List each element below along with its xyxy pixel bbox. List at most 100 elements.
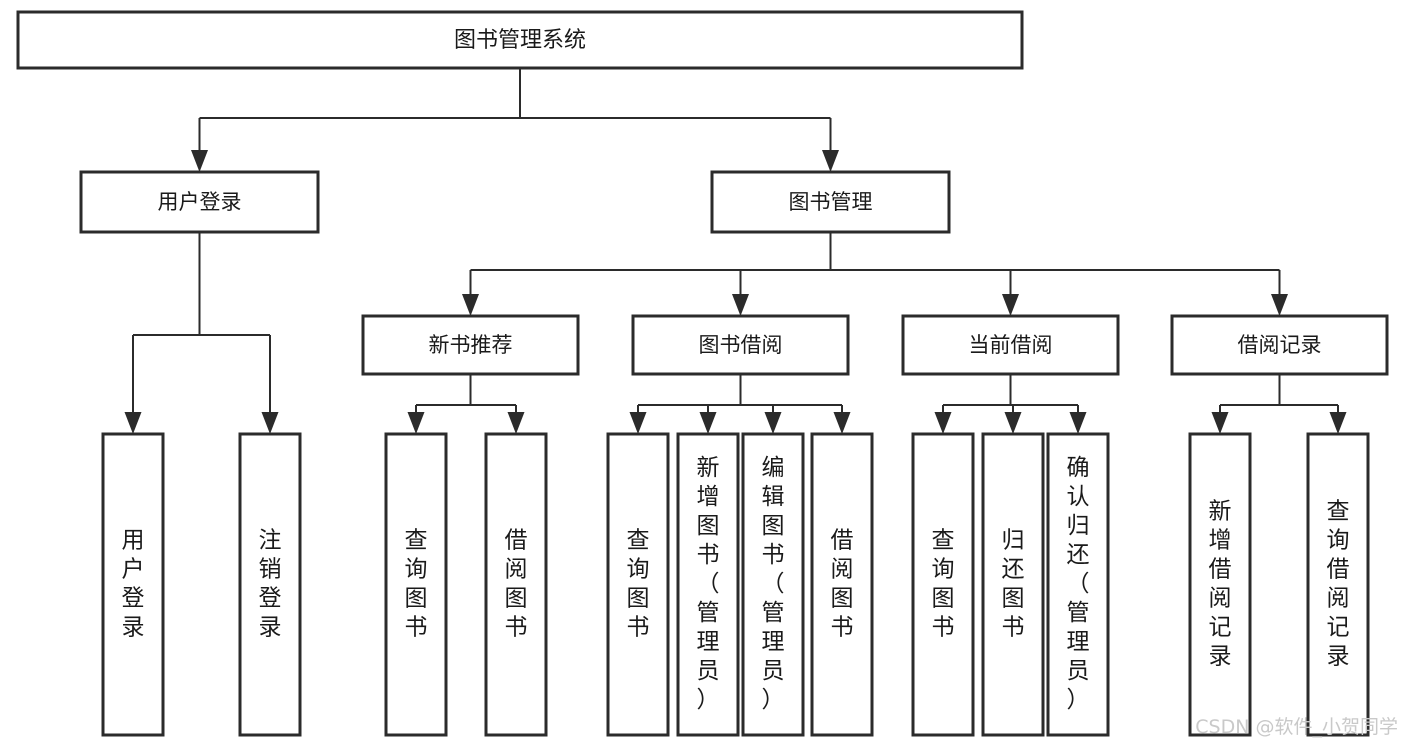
node-box-user-logout xyxy=(238,432,302,737)
node-box-new-book-recommend xyxy=(361,314,580,376)
arrow-book-borrow-bb-borrow-book-arrowhead xyxy=(833,412,851,434)
arrow-book-borrow-bb-add-book-arrowhead xyxy=(699,412,717,434)
node-label-char-bb-add-book-5: 管 xyxy=(697,600,720,626)
node-label-char-bb-add-book-6: 理 xyxy=(697,629,720,655)
node-new-book-recommend[interactable]: 新书推荐 xyxy=(361,314,580,376)
node-label-char-cb-return-book-2: 图 xyxy=(1002,586,1025,612)
arrow-borrow-record-br-add-record-arrowhead xyxy=(1211,412,1229,434)
node-user-login[interactable]: 用户登录 xyxy=(79,170,320,234)
node-label-char-cb-confirm-return-5: 管 xyxy=(1067,600,1090,626)
node-label-char-br-query-record-0: 查 xyxy=(1327,499,1350,525)
node-box-bb-add-book xyxy=(676,432,740,737)
arrow-new-book-recommend-nbr-borrow-book-arrowhead xyxy=(507,412,525,434)
node-box-bb-query-book xyxy=(606,432,670,737)
node-label-root: 图书管理系统 xyxy=(454,28,586,53)
node-box-cb-return-book xyxy=(981,432,1045,737)
node-label-char-nbr-borrow-book-0: 借 xyxy=(505,528,528,554)
node-root[interactable]: 图书管理系统 xyxy=(16,10,1024,70)
arrow-user-login-user-logout-arrowhead xyxy=(261,412,279,434)
node-box-user-login xyxy=(79,170,320,234)
node-label-char-user-logout-3: 录 xyxy=(259,615,282,641)
node-box-root xyxy=(16,10,1024,70)
node-label-char-bb-borrow-book-2: 图 xyxy=(831,586,854,612)
node-label-char-bb-add-book-4: （ xyxy=(697,571,720,597)
node-label-char-cb-confirm-return-2: 归 xyxy=(1067,513,1090,539)
node-label-char-bb-borrow-book-1: 阅 xyxy=(831,557,854,583)
node-box-br-add-record xyxy=(1188,432,1252,737)
node-label-char-cb-return-book-3: 书 xyxy=(1002,615,1025,641)
node-label-char-user-login-do-1: 户 xyxy=(122,557,145,583)
node-label-char-nbr-query-book-3: 书 xyxy=(405,615,428,641)
node-label-char-bb-edit-book-6: 理 xyxy=(762,629,785,655)
node-label-char-bb-query-book-0: 查 xyxy=(627,528,650,554)
node-current-borrow[interactable]: 当前借阅 xyxy=(901,314,1120,376)
node-box-nbr-borrow-book xyxy=(484,432,548,737)
node-label-char-bb-edit-book-7: 员 xyxy=(762,658,785,684)
node-label-char-cb-confirm-return-4: （ xyxy=(1067,571,1090,597)
node-label-char-user-login-do-0: 用 xyxy=(122,528,145,554)
arrow-user-login-user-login-do-arrowhead xyxy=(124,412,142,434)
node-label-char-cb-query-book-3: 书 xyxy=(932,615,955,641)
node-label-char-cb-confirm-return-0: 确 xyxy=(1067,455,1090,481)
node-label-char-cb-confirm-return-8: ） xyxy=(1067,687,1090,713)
node-label-char-bb-add-book-0: 新 xyxy=(697,455,720,481)
node-label-char-bb-edit-book-1: 辑 xyxy=(762,484,785,510)
arrow-book-manage-current-borrow-arrowhead xyxy=(1002,294,1019,316)
node-label-char-cb-confirm-return-3: 还 xyxy=(1067,542,1090,568)
node-label-char-cb-query-book-2: 图 xyxy=(932,586,955,612)
node-label-book-manage: 图书管理 xyxy=(789,190,873,214)
node-label-char-bb-add-book-8: ） xyxy=(697,687,720,713)
node-label-borrow-record: 借阅记录 xyxy=(1238,333,1322,357)
node-box-cb-confirm-return xyxy=(1046,432,1110,737)
arrow-current-borrow-cb-confirm-return-arrowhead xyxy=(1069,412,1087,434)
node-label-char-br-add-record-4: 记 xyxy=(1209,615,1232,641)
node-label-char-user-logout-2: 登 xyxy=(259,586,282,612)
node-label-char-bb-edit-book-0: 编 xyxy=(762,455,785,481)
node-label-char-br-query-record-4: 记 xyxy=(1327,615,1350,641)
arrow-current-borrow-cb-return-book-arrowhead xyxy=(1004,412,1022,434)
node-borrow-record[interactable]: 借阅记录 xyxy=(1170,314,1389,376)
node-user-login-do[interactable]: 用户登录 xyxy=(101,432,165,737)
node-label-char-bb-edit-book-5: 管 xyxy=(762,600,785,626)
arrow-book-borrow-bb-query-book-arrowhead xyxy=(629,412,647,434)
node-book-borrow[interactable]: 图书借阅 xyxy=(631,314,850,376)
node-label-char-nbr-query-book-2: 图 xyxy=(405,586,428,612)
node-label-char-br-add-record-5: 录 xyxy=(1209,644,1232,670)
node-label-char-nbr-borrow-book-2: 图 xyxy=(505,586,528,612)
node-label-char-br-add-record-0: 新 xyxy=(1209,499,1232,525)
node-label-char-bb-edit-book-4: （ xyxy=(762,571,785,597)
node-label-current-borrow: 当前借阅 xyxy=(969,333,1053,357)
arrow-book-manage-borrow-record-arrowhead xyxy=(1271,294,1288,316)
node-label-char-br-add-record-1: 增 xyxy=(1209,528,1232,554)
node-label-char-user-login-do-3: 录 xyxy=(122,615,145,641)
node-label-char-cb-return-book-0: 归 xyxy=(1002,528,1025,554)
node-label-char-bb-add-book-7: 员 xyxy=(697,658,720,684)
arrow-new-book-recommend-nbr-query-book-arrowhead xyxy=(407,412,425,434)
node-label-char-bb-query-book-1: 询 xyxy=(627,557,650,583)
node-label-char-bb-edit-book-8: ） xyxy=(762,687,785,713)
node-label-char-nbr-borrow-book-3: 书 xyxy=(505,615,528,641)
node-label-char-br-add-record-2: 借 xyxy=(1209,557,1232,583)
node-book-manage[interactable]: 图书管理 xyxy=(710,170,951,234)
node-label-char-bb-add-book-3: 书 xyxy=(697,542,720,568)
node-box-book-manage xyxy=(710,170,951,234)
node-label-char-br-query-record-1: 询 xyxy=(1327,528,1350,554)
node-label-char-bb-edit-book-3: 书 xyxy=(762,542,785,568)
node-label-char-br-query-record-3: 阅 xyxy=(1327,586,1350,612)
node-label-char-bb-edit-book-2: 图 xyxy=(762,513,785,539)
node-label-char-cb-confirm-return-6: 理 xyxy=(1067,629,1090,655)
